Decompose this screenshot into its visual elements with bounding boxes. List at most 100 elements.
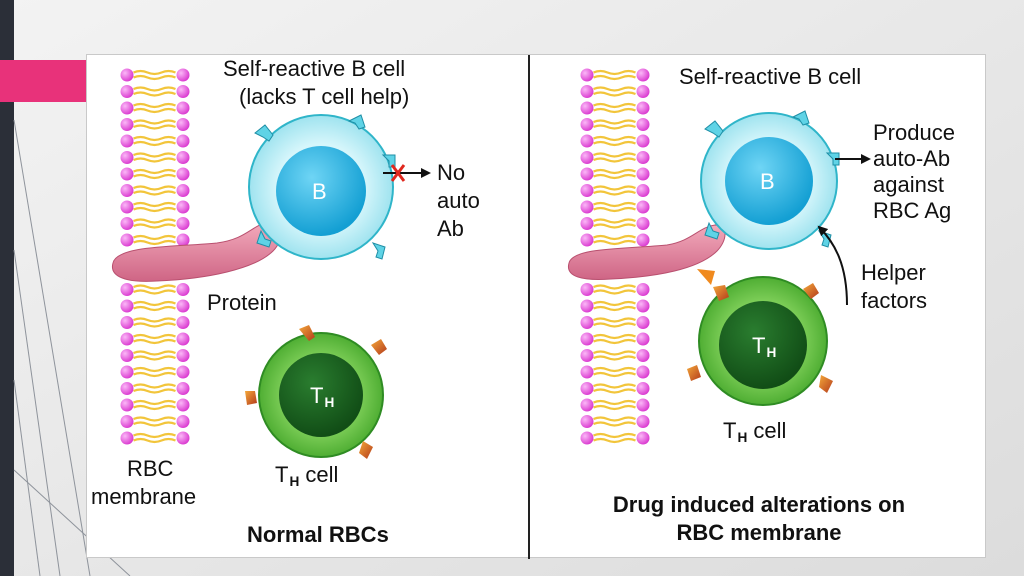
no-auto-ab-line2: auto bbox=[437, 188, 480, 213]
lipid-tail-pair bbox=[593, 86, 636, 97]
lipid-head bbox=[636, 200, 650, 214]
lipid-head bbox=[120, 316, 134, 329]
lipid-head bbox=[176, 382, 190, 395]
lipid-tail-pair bbox=[133, 366, 176, 378]
lipid-head bbox=[636, 217, 650, 230]
lipid-tail-pair bbox=[133, 416, 176, 427]
right-caption-line1: Drug induced alterations on bbox=[612, 492, 906, 517]
lipid-head bbox=[120, 118, 134, 131]
lipid-head bbox=[176, 151, 190, 164]
th-cell-left bbox=[245, 325, 387, 459]
lipid-head bbox=[176, 398, 190, 412]
lipid-tail-pair bbox=[133, 119, 176, 130]
th-cell-right-caption: TH cell bbox=[723, 418, 787, 446]
lipid-head bbox=[580, 349, 594, 362]
lipid-tail-pair bbox=[133, 333, 176, 345]
lipid-tail-pair bbox=[593, 284, 636, 295]
diagram-figure: Self-reactive B cell (lacks T cell help)… bbox=[86, 54, 986, 559]
lipid-tail-pair bbox=[593, 416, 636, 427]
lipid-head bbox=[580, 431, 594, 445]
left-caption: Normal RBCs bbox=[247, 522, 389, 547]
rbc-membrane-label-line1: RBC bbox=[127, 456, 174, 481]
lipid-head bbox=[636, 68, 650, 82]
lipid-head bbox=[176, 431, 190, 445]
produce-text-line2: auto-Ab bbox=[873, 146, 951, 171]
lipid-tail-pair bbox=[593, 135, 636, 147]
helper-factors-arrow bbox=[817, 225, 848, 306]
right-title: Self-reactive B cell bbox=[679, 64, 862, 89]
lipid-head bbox=[120, 365, 134, 379]
lipid-tail-pair bbox=[133, 102, 176, 114]
lipid-head bbox=[580, 151, 594, 164]
lipid-head bbox=[120, 349, 134, 362]
no-auto-ab-line3: Ab bbox=[437, 216, 464, 241]
lipid-head bbox=[636, 431, 650, 445]
lipid-head bbox=[176, 118, 190, 131]
lipid-tail-pair bbox=[593, 119, 636, 130]
lipid-head bbox=[176, 365, 190, 379]
helper-factors-line2: factors bbox=[861, 288, 928, 313]
protein-right bbox=[568, 224, 726, 280]
lipid-tail-pair bbox=[133, 86, 176, 97]
th-cell-right bbox=[687, 276, 833, 406]
lipid-head bbox=[636, 316, 650, 329]
lipid-tail-pair bbox=[593, 350, 636, 361]
lipid-head bbox=[176, 299, 190, 313]
lipid-head bbox=[636, 398, 650, 412]
lipid-head bbox=[120, 332, 134, 346]
lipid-head bbox=[580, 200, 594, 214]
th-cell-left-label: TH bbox=[310, 383, 335, 411]
lipid-head bbox=[636, 85, 650, 98]
rbc-membrane-label-line2: membrane bbox=[91, 484, 197, 509]
left-dark-bar bbox=[0, 0, 14, 576]
no-auto-ab-line1: No bbox=[437, 160, 466, 185]
lipid-head bbox=[580, 217, 594, 230]
lipid-head bbox=[636, 233, 650, 247]
lipid-head bbox=[176, 68, 190, 82]
lipid-head bbox=[120, 184, 134, 197]
lipid-head bbox=[120, 415, 134, 428]
lipid-head bbox=[580, 382, 594, 395]
rbc-membrane-left bbox=[120, 68, 190, 445]
lipid-head bbox=[580, 316, 594, 329]
lipid-head bbox=[176, 200, 190, 214]
lipid-head bbox=[176, 85, 190, 98]
lipid-head bbox=[636, 365, 650, 379]
lipid-head bbox=[580, 299, 594, 313]
lipid-tail-pair bbox=[133, 284, 176, 295]
lipid-head bbox=[580, 365, 594, 379]
lipid-head bbox=[580, 398, 594, 412]
lipid-tail-pair bbox=[593, 432, 636, 444]
lipid-head bbox=[580, 283, 594, 296]
lipid-tail-pair bbox=[593, 168, 636, 180]
lipid-head bbox=[120, 134, 134, 148]
lipid-head bbox=[120, 167, 134, 181]
b-cell-left-label: B bbox=[312, 179, 327, 204]
lipid-head bbox=[636, 101, 650, 115]
produce-text-line3: against bbox=[873, 172, 944, 197]
produce-text-line1: Produce bbox=[873, 120, 955, 145]
decorative-lines bbox=[13, 119, 131, 576]
lipid-head bbox=[120, 299, 134, 313]
lipid-head bbox=[120, 68, 134, 82]
lipid-head bbox=[580, 184, 594, 197]
lipid-head bbox=[580, 167, 594, 181]
lipid-head bbox=[176, 415, 190, 428]
b-cell-right-label: B bbox=[760, 169, 775, 194]
lipid-head bbox=[580, 101, 594, 115]
lipid-tail-pair bbox=[133, 317, 176, 328]
lipid-head bbox=[120, 382, 134, 395]
lipid-tail-pair bbox=[593, 333, 636, 345]
b-cell-right bbox=[700, 110, 840, 250]
lipid-head bbox=[176, 134, 190, 148]
lipid-tail-pair bbox=[133, 69, 176, 81]
diagram-drawing bbox=[112, 55, 871, 559]
helper-factors-line1: Helper bbox=[861, 260, 926, 285]
lipid-tail-pair bbox=[133, 399, 176, 411]
lipid-head bbox=[636, 349, 650, 362]
lipid-head bbox=[636, 167, 650, 181]
lipid-head bbox=[120, 233, 134, 247]
protein-left bbox=[112, 222, 282, 282]
lipid-tail-pair bbox=[593, 69, 636, 81]
lipid-tail-pair bbox=[593, 399, 636, 411]
